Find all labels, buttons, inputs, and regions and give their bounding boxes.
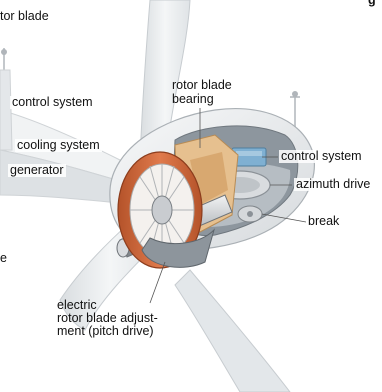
label-pitch-drive-line3: ment (pitch drive) [57,325,154,338]
label-rotor-blade-bearing-line1: rotor blade [172,79,232,92]
left-mast-icon [1,48,7,70]
background-mast-icon [290,91,300,128]
label-generator: generator [8,164,66,177]
label-rotor-blade-top: tor blade [0,10,49,23]
label-break: break [306,215,341,228]
label-left-cut-e: e [0,252,7,265]
label-rotor-blade-bearing-line2: bearing [172,93,214,106]
label-corner-fragment: g [368,0,376,7]
label-azimuth-drive: azimuth drive [294,178,372,191]
label-control-system-left: control system [10,96,95,109]
label-control-system-right: control system [279,150,364,163]
lower-right-rotor-blade [175,270,290,392]
label-cooling-system: cooling system [15,139,102,152]
